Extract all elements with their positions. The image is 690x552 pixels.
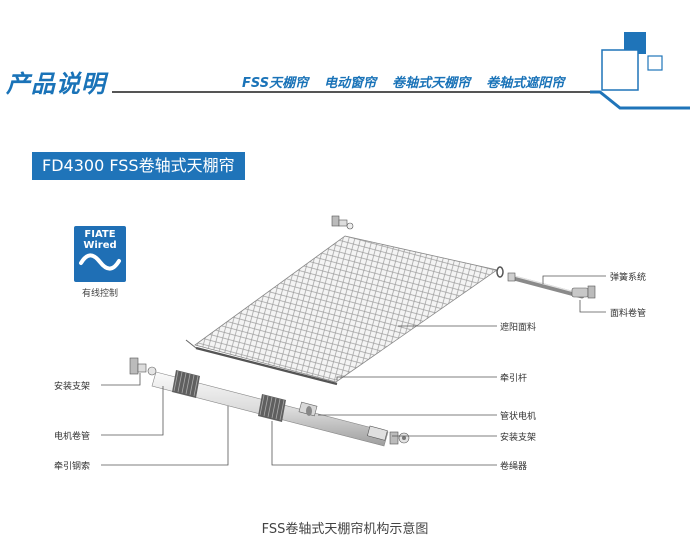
wired-control-badge: FIATE Wired — [74, 226, 126, 282]
label-mounting-bracket-right: 安装支架 — [500, 433, 537, 443]
product-name-tag: FD4300 FSS卷轴式天棚帘 — [32, 152, 245, 180]
shade-fabric — [194, 235, 498, 383]
label-pull-cable: 牵引钢索 — [54, 462, 91, 472]
label-shade-fabric: 遮阳面料 — [500, 323, 537, 333]
page-title: 产品说明 — [6, 70, 106, 98]
nav-item-fss[interactable]: FSS天棚帘 — [242, 76, 309, 91]
header-divider — [112, 91, 598, 93]
badge-brand: FIATE — [84, 229, 116, 240]
badge-caption: 有线控制 — [81, 289, 118, 299]
top-bracket — [331, 215, 354, 230]
label-spring-system: 弹簧系统 — [610, 273, 647, 283]
label-mounting-bracket-left: 安装支架 — [54, 382, 91, 392]
left-bracket — [129, 357, 157, 376]
category-nav: FSS天棚帘 电动窗帘 卷轴式天棚帘 卷轴式遮阳帘 — [242, 72, 564, 91]
diagram-caption: FSS卷轴式天棚帘机构示意图 — [261, 522, 429, 537]
spring-end-fitting — [571, 285, 596, 299]
label-motor-roller-tube: 电机卷管 — [54, 432, 91, 442]
label-pull-bar: 牵引杆 — [500, 374, 528, 384]
wave-icon — [79, 253, 121, 271]
badge-wired: Wired — [83, 240, 117, 251]
nav-item-roller-skylight[interactable]: 卷轴式天棚帘 — [392, 76, 471, 91]
header-decoration — [590, 32, 690, 110]
nav-item-electric-curtain[interactable]: 电动窗帘 — [324, 76, 377, 91]
label-fabric-tube: 面料卷管 — [610, 309, 647, 319]
pull-bar — [195, 346, 338, 386]
label-tubular-motor: 管状电机 — [500, 412, 537, 422]
cord-winder-1 — [172, 370, 200, 398]
label-cord-winder: 卷绳器 — [500, 462, 528, 472]
motor-head — [367, 425, 388, 441]
nav-item-roller-shade[interactable]: 卷轴式遮阳帘 — [486, 76, 565, 91]
cord-winder-2 — [258, 394, 286, 422]
spring-tube — [511, 275, 585, 299]
right-bracket — [389, 431, 410, 445]
